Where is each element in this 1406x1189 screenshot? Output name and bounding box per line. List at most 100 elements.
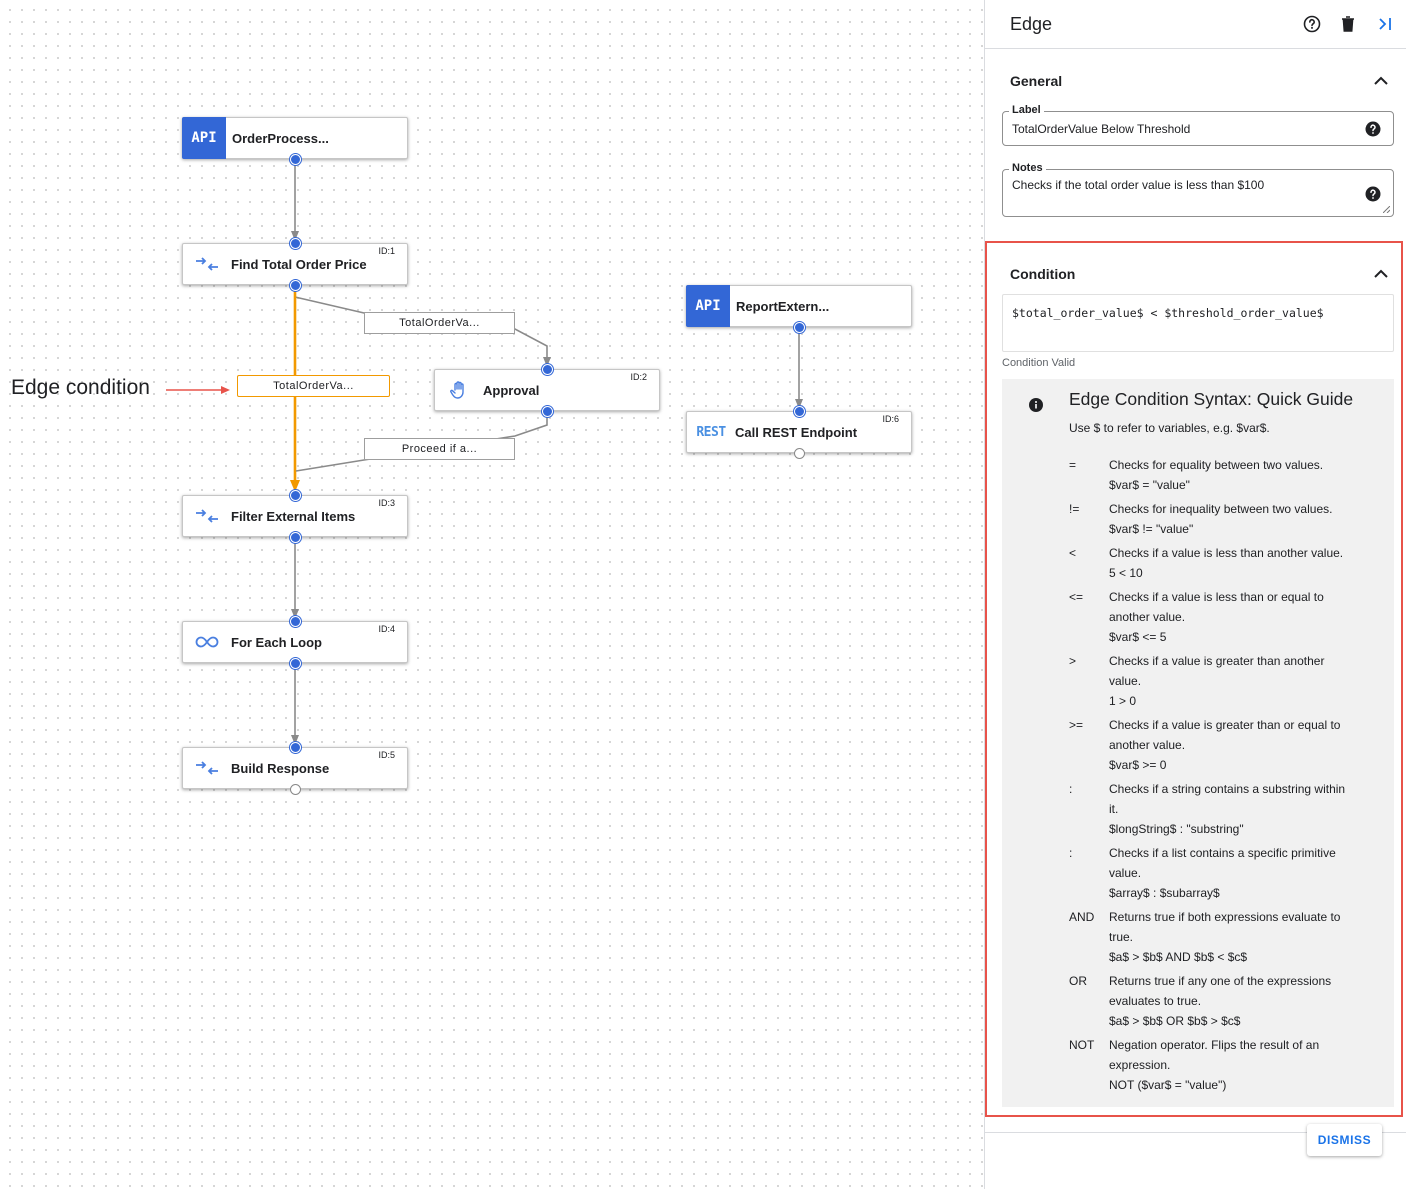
operator-desc-line: Checks if a value is less than another v… [1109,546,1344,560]
node-for-each-loop[interactable]: For Each Loop ID:4 [182,616,408,669]
node-call-rest-endpoint[interactable]: REST Call REST Endpoint ID:6 [686,406,912,459]
panel-title: Edge [1010,14,1053,34]
operator-example: $a$ > $b$ AND $b$ < $c$ [1109,950,1248,964]
operator-example: $var$ != "value" [1109,522,1194,536]
label-field-value[interactable]: TotalOrderValue Below Threshold [1012,122,1191,136]
resize-handle-icon[interactable] [1383,206,1390,213]
output-port[interactable] [290,154,301,165]
node-label: For Each Loop [231,634,322,650]
label-field[interactable]: Label TotalOrderValue Below Threshold [1002,104,1394,146]
edge-properties-panel: Edge General Label TotalOrderValue Below… [984,0,1406,1189]
general-collapse-chevron-icon[interactable] [1372,72,1390,90]
notes-field-label: Notes [1009,162,1046,174]
operator-desc-line: Checks if a list contains a specific pri… [1109,846,1336,860]
operator-example: $longString$ : "substring" [1109,822,1244,836]
help-icon[interactable] [1365,121,1381,137]
node-id: ID:6 [882,414,899,424]
node-report-extern[interactable]: API ReportExtern... [686,285,912,333]
label-field-label: Label [1009,104,1044,116]
output-port[interactable] [290,532,301,543]
output-port[interactable] [794,322,805,333]
input-port[interactable] [290,742,301,753]
input-port[interactable] [542,364,553,375]
panel-footer-divider [985,1132,1406,1133]
output-port-empty[interactable] [794,448,805,459]
node-id: ID:2 [630,372,647,382]
operator-desc-line: value. [1109,674,1142,688]
node-filter-external-items[interactable]: Filter External Items ID:3 [182,490,408,543]
condition-editor[interactable]: $total_order_value$ < $threshold_order_v… [1002,294,1394,352]
node-id: ID:1 [378,246,395,256]
node-find-total-order-price[interactable]: Find Total Order Price ID:1 [182,238,408,291]
edge-n3-n4[interactable] [295,411,548,472]
output-port[interactable] [542,406,553,417]
edge-label-selected[interactable]: TotalOrderVa... [237,375,390,397]
edge-label-n3-n4[interactable]: Proceed if a... [364,438,515,460]
node-label: ReportExtern... [736,298,830,314]
condition-status: Condition Valid [1002,357,1076,369]
edge-n2-n3[interactable] [294,296,551,367]
dismiss-button[interactable]: DISMISS [1307,1124,1382,1156]
data-mapping-icon [183,760,231,776]
operator-example: NOT ($var$ = "value") [1109,1078,1227,1092]
operator-symbol: >= [1069,718,1084,732]
operator-desc-line: Checks for inequality between two values… [1109,502,1333,516]
integration-canvas[interactable]: Edge condition API OrderProcess... Find … [0,0,984,1189]
notes-field-value[interactable]: Checks if the total order value is less … [1012,178,1265,192]
operator-symbol: OR [1069,974,1087,988]
rest-icon: REST [696,424,726,440]
node-label: Call REST Endpoint [735,424,858,440]
node-build-response[interactable]: Build Response ID:5 [182,742,408,795]
data-mapping-icon [183,256,231,272]
node-id: ID:4 [378,624,395,634]
guide-title: Edge Condition Syntax: Quick Guide [1069,389,1354,409]
operator-desc-line: Returns true if any one of the expressio… [1109,974,1332,988]
panel-header: Edge [985,0,1406,49]
input-port[interactable] [290,490,301,501]
condition-expression[interactable]: $total_order_value$ < $threshold_order_v… [1012,306,1324,320]
node-label: Filter External Items [231,508,356,524]
node-id: ID:3 [378,498,395,508]
operator-example: $var$ = "value" [1109,478,1190,492]
operator-desc-line: value. [1109,866,1142,880]
api-icon: API [686,285,730,327]
delete-icon[interactable] [1338,14,1358,34]
node-order-process[interactable]: API OrderProcess... [182,117,408,165]
guide-subtitle: Use $ to refer to variables, e.g. $var$. [1069,421,1270,435]
operator-desc-line: Returns true if both expressions evaluat… [1109,910,1341,924]
output-port-empty[interactable] [290,784,301,795]
operator-desc-line: Negation operator. Flips the result of a… [1109,1038,1320,1052]
input-port[interactable] [794,406,805,417]
api-icon: API [182,117,226,159]
help-icon[interactable] [1302,14,1322,34]
output-port[interactable] [290,280,301,291]
output-port[interactable] [290,658,301,669]
edge-label-n2-n3[interactable]: TotalOrderVa... [364,312,515,334]
syntax-quick-guide: Edge Condition Syntax: Quick Guide Use $… [1002,379,1394,1107]
help-icon[interactable] [1365,186,1381,202]
condition-highlight-frame [985,241,1403,1117]
info-icon [1029,398,1043,412]
loop-icon [183,635,231,649]
node-label: Find Total Order Price [231,256,367,272]
operator-desc-line: Checks if a value is greater than anothe… [1109,654,1325,668]
data-mapping-icon [183,508,231,524]
input-port[interactable] [290,616,301,627]
operator-desc-line: it. [1109,802,1119,816]
node-label: Build Response [231,760,330,776]
edges-layer [166,159,803,745]
operator-desc-line: Checks for equality between two values. [1109,458,1324,472]
input-port[interactable] [290,238,301,249]
collapse-panel-icon[interactable] [1375,14,1395,34]
annotation-arrow-head [221,386,230,394]
operator-desc-line: another value. [1109,738,1186,752]
condition-collapse-chevron-icon[interactable] [1372,265,1390,283]
operator-symbol: > [1069,654,1077,668]
operator-symbol: : [1069,782,1073,796]
operator-desc-line: Checks if a string contains a substring … [1109,782,1346,796]
general-section-title: General [1010,73,1063,89]
node-approval[interactable]: Approval ID:2 [434,364,660,417]
notes-field[interactable]: Notes Checks if the total order value is… [1002,162,1394,217]
operator-symbol: : [1069,846,1073,860]
condition-section-title: Condition [1010,266,1076,282]
